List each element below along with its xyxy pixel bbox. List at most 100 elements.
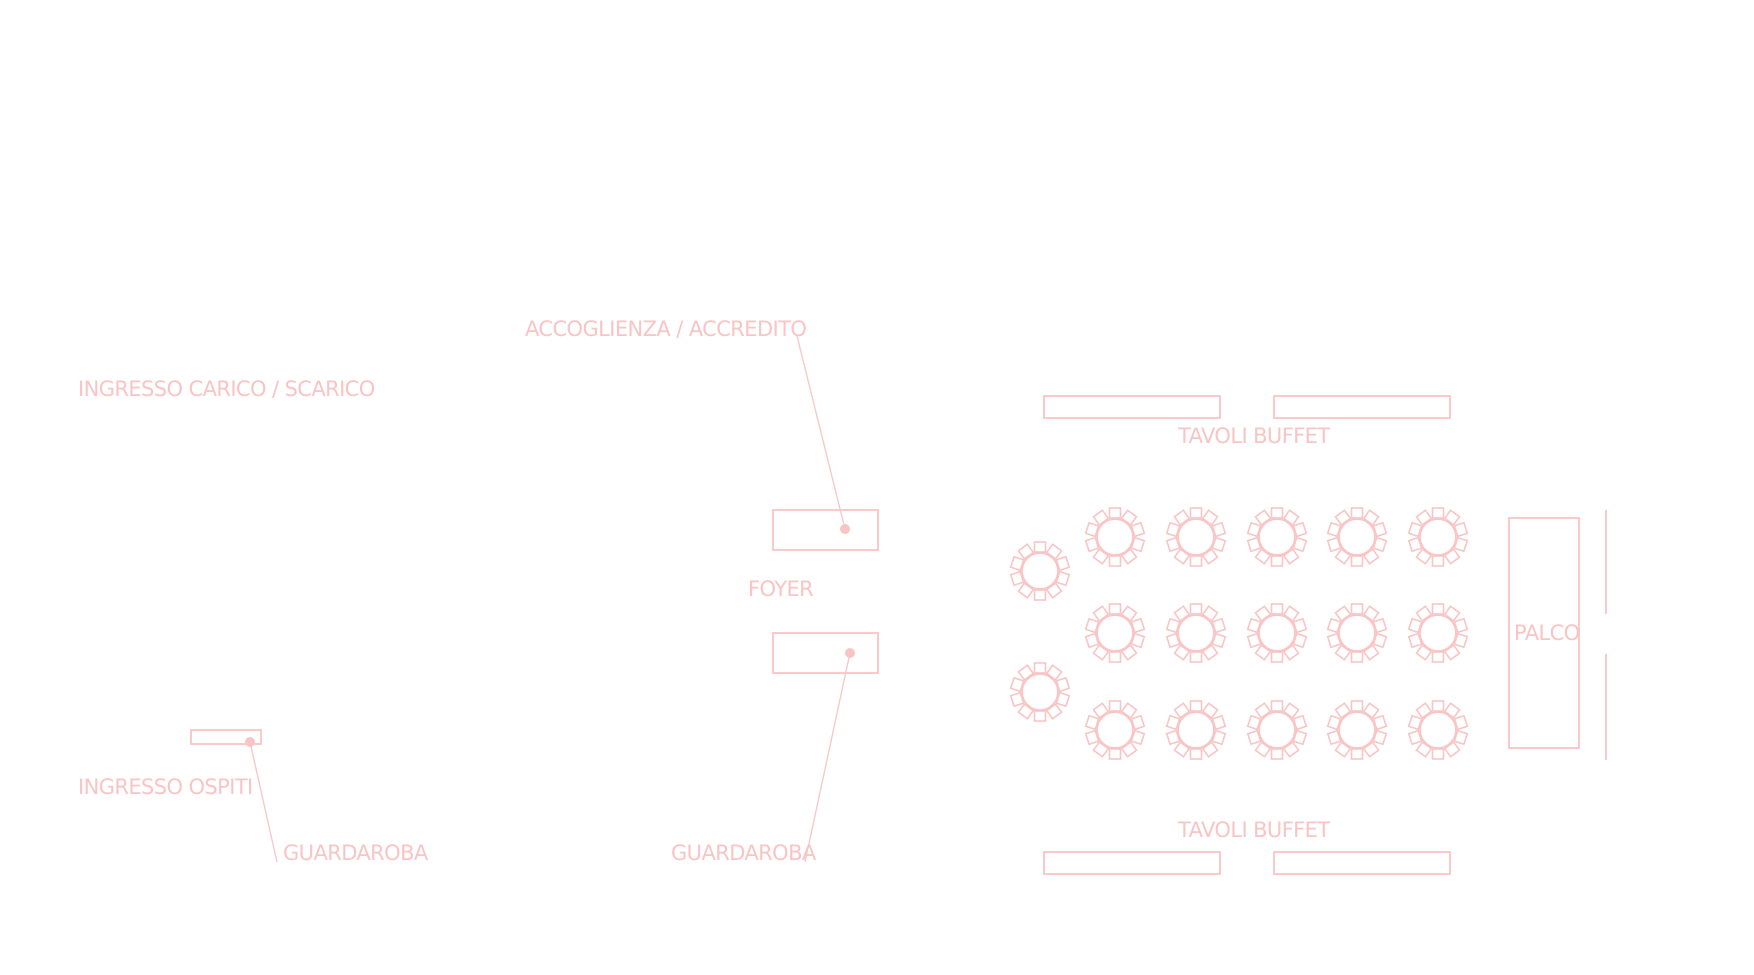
chair <box>1165 729 1181 746</box>
chair <box>1084 536 1100 553</box>
chair <box>1292 521 1308 538</box>
label-ingresso-carico-scarico: INGRESSO CARICO / SCARICO <box>78 377 375 401</box>
round-table <box>1407 507 1469 567</box>
chair <box>1415 741 1433 758</box>
chair <box>1282 605 1300 622</box>
chair <box>1045 582 1063 599</box>
chair <box>1372 714 1388 731</box>
round-table-top <box>1258 711 1296 749</box>
chair <box>1407 729 1423 746</box>
chair <box>1350 651 1364 663</box>
round-table-top <box>1096 711 1134 749</box>
chair <box>1211 617 1227 634</box>
chair <box>1270 651 1284 663</box>
chair <box>1254 605 1272 622</box>
buffet-table-bottom-left <box>1043 851 1221 875</box>
round-table <box>1407 603 1469 663</box>
round-table <box>1009 662 1071 722</box>
chair <box>1211 729 1227 746</box>
chair <box>1326 617 1342 634</box>
chair <box>1108 555 1122 567</box>
chair <box>1350 507 1364 519</box>
round-table <box>1009 541 1071 601</box>
chair <box>1334 548 1352 565</box>
chair <box>1254 509 1272 526</box>
chair <box>1130 632 1146 649</box>
chair <box>1282 741 1300 758</box>
leader-line-accoglienza <box>796 335 846 530</box>
chair <box>1009 676 1025 693</box>
chair <box>1407 536 1423 553</box>
chair <box>1292 632 1308 649</box>
chair <box>1130 714 1146 731</box>
chair <box>1165 617 1181 634</box>
chair <box>1130 617 1146 634</box>
round-table <box>1084 700 1146 760</box>
chair <box>1173 509 1191 526</box>
buffet-table-top-right <box>1273 395 1451 419</box>
round-table <box>1407 700 1469 760</box>
chair <box>1254 644 1272 661</box>
chair <box>1189 507 1203 519</box>
marker-dot-reception <box>840 524 850 534</box>
chair <box>1282 702 1300 719</box>
round-table <box>1165 700 1227 760</box>
chair <box>1415 509 1433 526</box>
chair <box>1362 644 1380 661</box>
round-table-top <box>1419 711 1457 749</box>
chair <box>1130 521 1146 538</box>
chair <box>1092 548 1110 565</box>
label-ingresso-ospiti: INGRESSO OSPITI <box>78 775 253 799</box>
chair <box>1165 632 1181 649</box>
label-tavoli-buffet-bottom: TAVOLI BUFFET <box>1177 818 1330 842</box>
stage <box>1508 517 1580 749</box>
round-table <box>1246 507 1308 567</box>
round-table-top <box>1258 518 1296 556</box>
chair <box>1415 548 1433 565</box>
chair <box>1045 664 1063 681</box>
chair <box>1033 662 1047 674</box>
marker-dot-coat-check-center <box>845 648 855 658</box>
chair <box>1431 748 1445 760</box>
chair <box>1350 700 1364 712</box>
chair <box>1246 632 1262 649</box>
chair <box>1270 700 1284 712</box>
chair <box>1443 644 1461 661</box>
chair <box>1372 617 1388 634</box>
round-table-top <box>1021 673 1059 711</box>
label-guardaroba-left: GUARDAROBA <box>283 841 429 865</box>
chair <box>1453 521 1469 538</box>
chair <box>1326 521 1342 538</box>
round-table <box>1326 603 1388 663</box>
chair <box>1246 729 1262 746</box>
chair <box>1453 632 1469 649</box>
chair <box>1282 509 1300 526</box>
chair <box>1326 632 1342 649</box>
round-table-top <box>1021 552 1059 590</box>
chair <box>1453 714 1469 731</box>
chair <box>1292 617 1308 634</box>
label-guardaroba-center: GUARDAROBA <box>671 841 817 865</box>
chair <box>1292 714 1308 731</box>
coat-check-desk-left <box>190 729 262 745</box>
chair <box>1165 714 1181 731</box>
chair <box>1270 603 1284 615</box>
chair <box>1055 691 1071 708</box>
chair <box>1270 748 1284 760</box>
round-table-top <box>1419 614 1457 652</box>
label-foyer: FOYER <box>748 577 813 601</box>
chair <box>1108 748 1122 760</box>
chair <box>1362 605 1380 622</box>
label-tavoli-buffet-top: TAVOLI BUFFET <box>1177 424 1330 448</box>
chair <box>1453 617 1469 634</box>
chair <box>1326 714 1342 731</box>
chair <box>1211 632 1227 649</box>
chair <box>1092 605 1110 622</box>
round-table <box>1084 507 1146 567</box>
chair <box>1189 651 1203 663</box>
round-table-top <box>1258 614 1296 652</box>
chair <box>1407 714 1423 731</box>
chair <box>1173 702 1191 719</box>
chair <box>1173 741 1191 758</box>
